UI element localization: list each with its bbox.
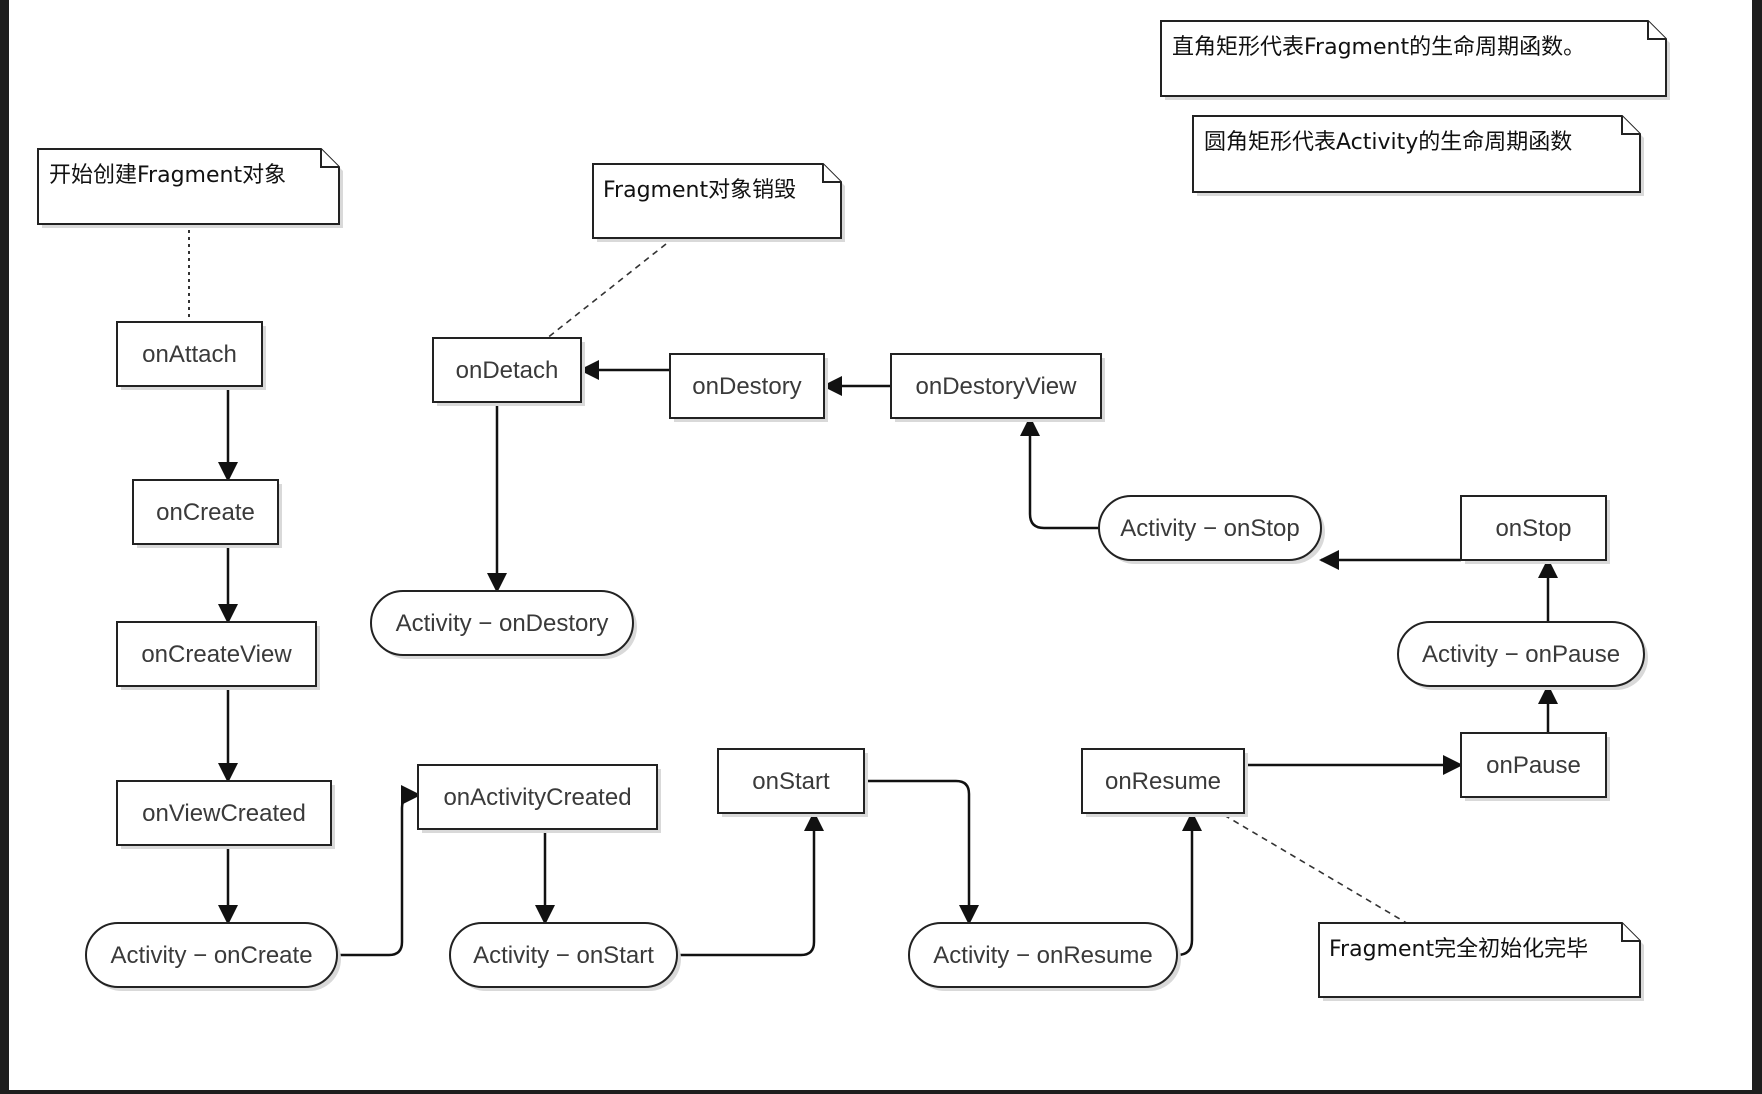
node-onresume-label: onResume: [1105, 768, 1221, 795]
node-onattach-label: onAttach: [142, 341, 237, 368]
node-activity-onstart: Activity − onStart: [449, 922, 681, 991]
connectors: [188, 230, 1558, 957]
node-ondestory-label: onDestory: [692, 373, 801, 400]
edge-activity-onstop-ondestoryview: [1020, 416, 1099, 530]
note-destroy: Fragment对象销毁: [592, 163, 845, 242]
connector-note-destroy-to-ondetach: [545, 243, 667, 340]
node-activity-onstart-label: Activity − onStart: [473, 942, 654, 969]
connector-onresume-to-note-init: [1223, 814, 1411, 926]
edge-activity-onresume-onresume: [1176, 811, 1202, 957]
note-destroy-text: Fragment对象销毁: [603, 178, 796, 203]
node-activity-onresume: Activity − onResume: [908, 922, 1181, 991]
node-ondestoryview: onDestoryView: [890, 353, 1105, 422]
note-create-start-text: 开始创建Fragment对象: [49, 163, 286, 188]
node-onactivitycreated: onActivityCreated: [417, 764, 661, 833]
node-activity-onpause: Activity − onPause: [1397, 621, 1648, 690]
node-onviewcreated-label: onViewCreated: [142, 800, 306, 827]
node-activity-onresume-label: Activity − onResume: [933, 942, 1152, 969]
edge-activity-onstart-onstart: [677, 811, 824, 957]
diagram-canvas: 开始创建Fragment对象 Fragment对象销毁 直角矩形代表Fragme…: [9, 0, 1752, 1090]
note-legend-round: 圆角矩形代表Activity的生命周期函数: [1192, 115, 1644, 196]
note-legend-rect: 直角矩形代表Fragment的生命周期函数。: [1160, 20, 1670, 100]
node-ondestoryview-label: onDestoryView: [916, 373, 1078, 400]
node-activity-onstop: Activity − onStop: [1098, 495, 1325, 564]
node-activity-ondestory: Activity − onDestory: [370, 590, 637, 659]
note-init-done: Fragment完全初始化完毕: [1318, 922, 1644, 1001]
node-activity-oncreate-label: Activity − onCreate: [110, 942, 312, 969]
edge-onstart-activity-onresume: [864, 779, 979, 925]
node-ondetach-label: onDetach: [456, 357, 559, 384]
node-onstop-label: onStop: [1495, 515, 1571, 542]
node-onstart-label: onStart: [752, 768, 830, 795]
node-onresume: onResume: [1081, 748, 1248, 817]
node-oncreate: onCreate: [132, 479, 282, 548]
note-init-done-text: Fragment完全初始化完毕: [1329, 937, 1588, 962]
node-onstart: onStart: [717, 748, 868, 817]
edge-activity-oncreate-onactivitycreated: [337, 785, 421, 957]
node-onstop: onStop: [1460, 495, 1610, 564]
note-legend-round-text: 圆角矩形代表Activity的生命周期函数: [1204, 130, 1572, 155]
node-activity-oncreate: Activity − onCreate: [85, 922, 341, 991]
node-ondestory: onDestory: [669, 353, 828, 422]
node-activity-onpause-label: Activity − onPause: [1422, 641, 1620, 668]
node-activity-onstop-label: Activity − onStop: [1120, 515, 1299, 542]
node-onattach: onAttach: [116, 321, 266, 390]
node-activity-ondestory-label: Activity − onDestory: [396, 610, 609, 637]
node-onpause-label: onPause: [1486, 752, 1581, 779]
node-oncreate-label: onCreate: [156, 499, 255, 526]
node-onviewcreated: onViewCreated: [116, 780, 335, 849]
note-create-start: 开始创建Fragment对象: [37, 148, 343, 228]
node-oncreateview: onCreateView: [116, 621, 320, 690]
node-oncreateview-label: onCreateView: [141, 641, 292, 668]
node-ondetach: onDetach: [432, 337, 585, 406]
node-onactivitycreated-label: onActivityCreated: [443, 784, 631, 811]
node-onpause: onPause: [1460, 732, 1610, 801]
note-legend-rect-text: 直角矩形代表Fragment的生命周期函数。: [1172, 35, 1585, 60]
lifecycle-diagram: 开始创建Fragment对象 Fragment对象销毁 直角矩形代表Fragme…: [37, 20, 1670, 1001]
